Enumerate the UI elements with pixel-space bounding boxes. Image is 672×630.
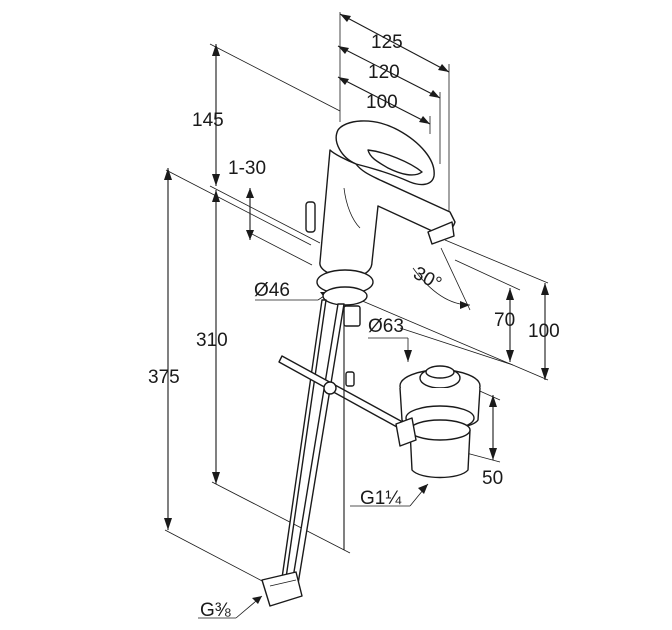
popup-rod <box>278 320 411 550</box>
supply-hoses <box>261 299 345 607</box>
dim-50: 50 <box>482 468 503 489</box>
dim-375: 375 <box>148 367 180 388</box>
arrowheads <box>164 14 549 604</box>
dim-100-right: 100 <box>528 321 560 342</box>
dim-100-top: 100 <box>366 92 398 113</box>
dim-diameter-63: Ø63 <box>368 316 404 337</box>
dim-angle-30: 30° <box>410 263 445 295</box>
dim-1-30: 1-30 <box>228 158 266 179</box>
thread-g1-1-4: G1¼ <box>360 488 402 509</box>
waste-drain <box>395 365 481 479</box>
dim-125: 125 <box>371 32 403 53</box>
thread-g3-8: G⅜ <box>200 600 231 621</box>
dim-145: 145 <box>192 110 224 131</box>
dim-120: 120 <box>368 62 400 83</box>
faucet-body <box>305 120 456 327</box>
dim-310: 310 <box>196 330 228 351</box>
dim-70: 70 <box>494 310 515 331</box>
dim-diameter-46: Ø46 <box>254 280 290 301</box>
